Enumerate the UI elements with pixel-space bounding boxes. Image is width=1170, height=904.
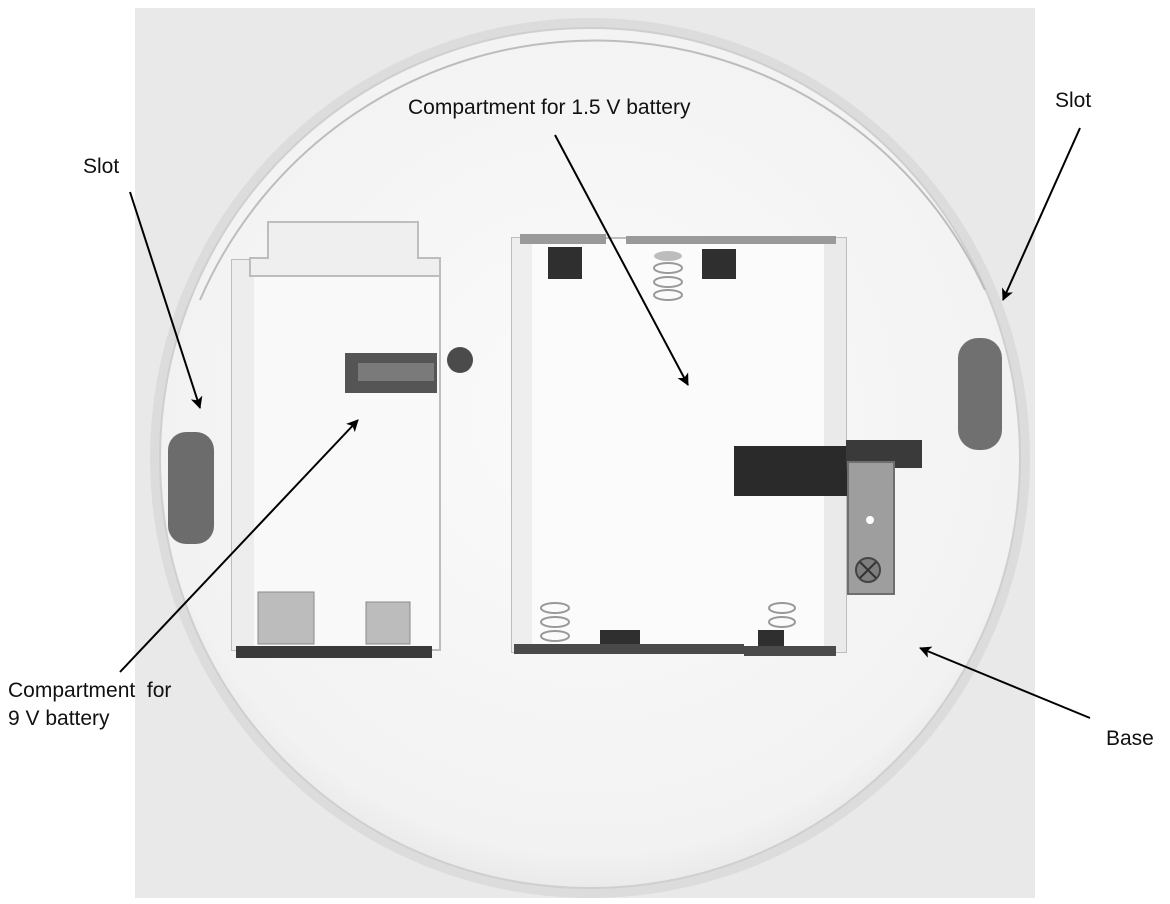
arrow-slot-right [1002,127,1081,301]
compartment-9v-shape [231,221,441,658]
arrow-slot-left [129,191,203,409]
label-slot-right: Slot [1055,89,1092,112]
label-slot-left: Slot [83,155,120,178]
label-compartment-1-5v: Compartment for 1.5 V battery [408,96,691,119]
test-switch-assembly [734,440,922,595]
indicator-led [447,347,473,373]
label-compartment-9v-line2: 9 V battery [8,707,110,730]
slot-left-shape [168,432,214,544]
label-base: Base [1106,727,1154,750]
base-rim-highlight [199,39,986,301]
arrow-compartment-9v [119,419,359,673]
arrow-compartment-1-5v [554,134,689,386]
9v-clip-right [365,601,411,645]
slot-right-shape [958,338,1002,450]
9v-clip-left [257,591,315,645]
label-compartment-9v-line1: Compartment for [8,679,172,702]
arrow-base [919,646,1091,719]
compartment-1-5v-shape [511,234,847,656]
